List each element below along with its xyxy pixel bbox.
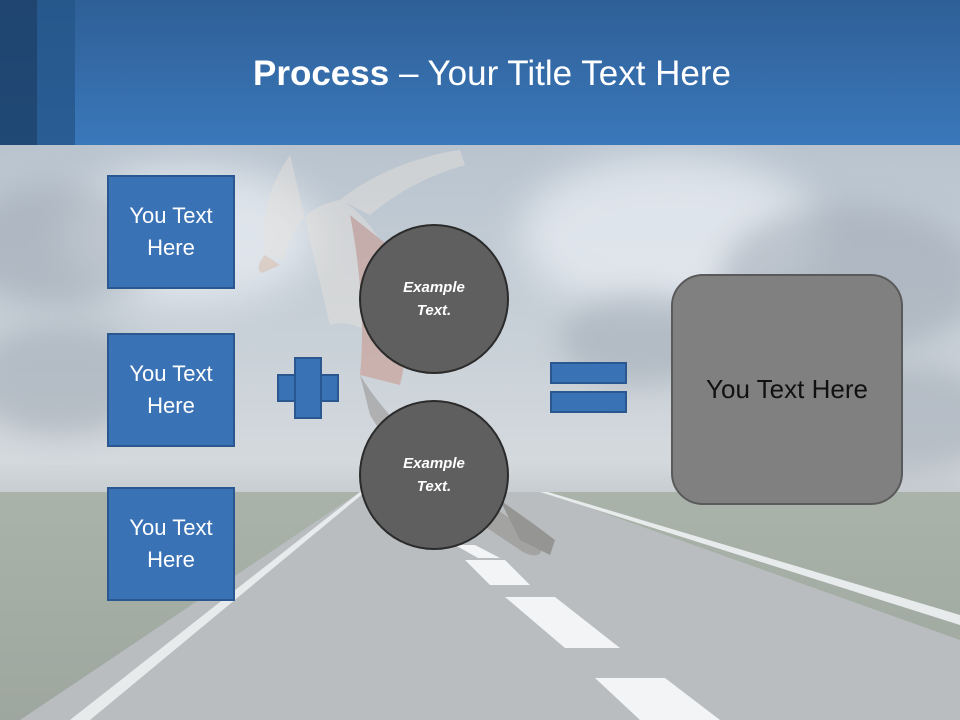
title-rest: – Your Title Text Here bbox=[389, 54, 731, 93]
text-box-label: You Text Here bbox=[129, 203, 213, 260]
text-box-3[interactable]: You Text Here bbox=[107, 487, 235, 601]
text-box-1[interactable]: You Text Here bbox=[107, 175, 235, 289]
example-circle-2[interactable]: Example Text. bbox=[359, 400, 509, 550]
header-accent-stripe bbox=[37, 0, 75, 145]
text-box-2[interactable]: You Text Here bbox=[107, 333, 235, 447]
circle-label: Example Text. bbox=[403, 279, 465, 319]
header-accent-stripe bbox=[0, 0, 37, 145]
title-bold: Process bbox=[253, 54, 390, 93]
example-circle-1[interactable]: Example Text. bbox=[359, 224, 509, 374]
circle-label: Example Text. bbox=[403, 455, 465, 495]
text-box-label: You Text Here bbox=[129, 361, 213, 418]
text-box-label: You Text Here bbox=[129, 515, 213, 572]
result-box[interactable]: You Text Here bbox=[671, 274, 903, 505]
slide-title[interactable]: Process – Your Title Text Here bbox=[0, 52, 960, 96]
result-label: You Text Here bbox=[706, 374, 868, 404]
title-bar: Process – Your Title Text Here bbox=[0, 0, 960, 145]
